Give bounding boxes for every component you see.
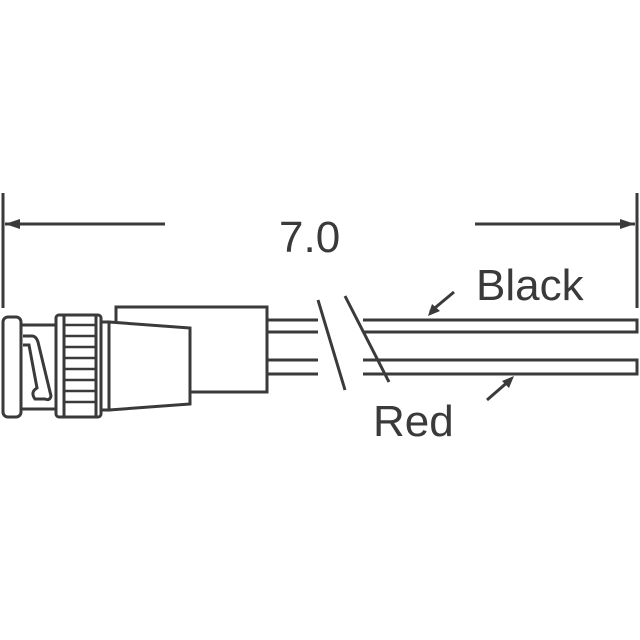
red-wire: [265, 358, 639, 376]
bayonet-slot: [23, 334, 53, 402]
wires: [265, 290, 639, 402]
wire-label-red: Red: [373, 397, 454, 446]
break-mark: [343, 295, 391, 383]
bnc-connector: [1, 305, 269, 419]
dimension-label: 7.0: [279, 213, 341, 262]
dimension-line: [1, 193, 639, 308]
black-wire: [265, 318, 639, 334]
wire-label-black: Black: [476, 261, 584, 310]
break-mark: [316, 299, 347, 391]
boot: [107, 320, 192, 412]
